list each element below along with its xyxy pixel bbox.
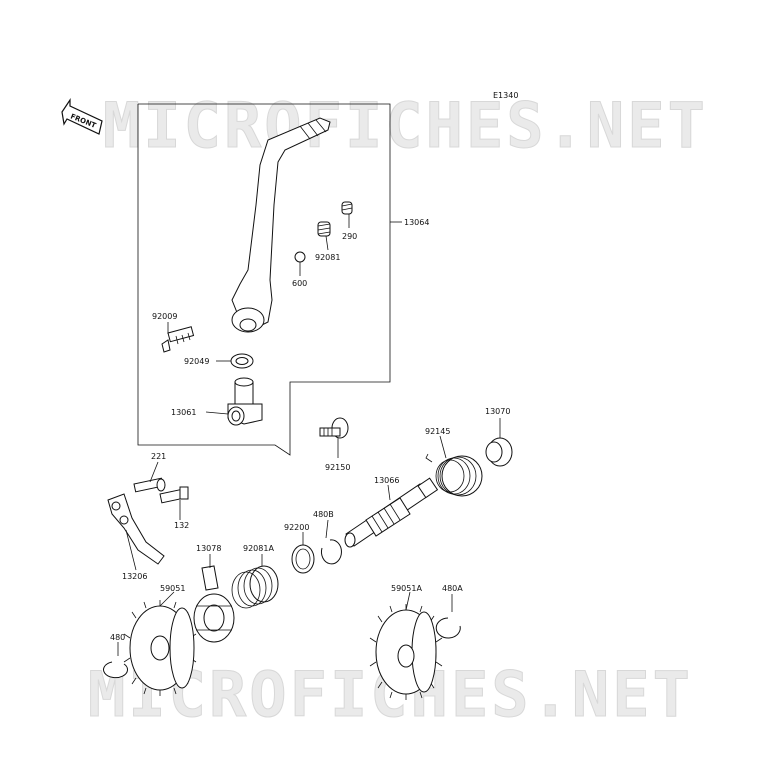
- spring-92081A: [231, 565, 279, 609]
- label-221: 221: [151, 452, 166, 461]
- label-92081A: 92081A: [243, 544, 274, 553]
- bolt-221: [133, 477, 166, 493]
- front-arrow-icon: FRONT: [61, 98, 103, 135]
- label-13070: 13070: [485, 407, 510, 416]
- bolt-92150: [319, 417, 349, 439]
- stopper-13206: [107, 493, 165, 565]
- label-290: 290: [342, 232, 357, 241]
- gear-59051: [123, 600, 197, 696]
- label-92150: 92150: [325, 463, 350, 472]
- bolt-92009: [161, 326, 195, 353]
- label-59051A: 59051A: [391, 584, 422, 593]
- label-13078: 13078: [196, 544, 221, 553]
- label-480A: 480A: [442, 584, 463, 593]
- circlip-480: [103, 661, 128, 679]
- label-13064: 13064: [404, 218, 429, 227]
- label-600: 600: [292, 279, 307, 288]
- label-13061: 13061: [171, 408, 196, 417]
- part-labels: 13064 290 92081 600 92009 92049 13061 92…: [110, 218, 510, 642]
- gear-59051A: [369, 604, 443, 700]
- label-132: 132: [174, 521, 189, 530]
- circlip-480A: [435, 617, 461, 639]
- label-92200: 92200: [284, 523, 309, 532]
- label-13066: 13066: [374, 476, 399, 485]
- watermark-top: MICROFICHES.NET: [103, 89, 708, 162]
- plunger-290: [341, 201, 353, 215]
- diagram-code: E1340: [493, 91, 518, 100]
- label-92009: 92009: [152, 312, 177, 321]
- boss-13061: [227, 377, 263, 426]
- assembly-box-outline: [137, 103, 391, 456]
- torsion-spring-92145: [425, 453, 483, 497]
- bolt-132: [159, 486, 189, 504]
- leader-lines: [117, 214, 501, 656]
- label-59051: 59051: [160, 584, 185, 593]
- circlip-480B: [321, 539, 342, 565]
- label-92049: 92049: [184, 357, 209, 366]
- ratchet-13078: [193, 565, 235, 643]
- label-13206: 13206: [122, 572, 147, 581]
- label-480: 480: [110, 633, 125, 642]
- label-92081: 92081: [315, 253, 340, 262]
- spring-92081: [317, 221, 331, 237]
- kick-lever: [231, 117, 331, 333]
- label-92145: 92145: [425, 427, 450, 436]
- guide-13070: [485, 437, 513, 467]
- ball-600: [294, 251, 306, 263]
- shaft-13066: [344, 477, 439, 548]
- label-480B: 480B: [313, 510, 334, 519]
